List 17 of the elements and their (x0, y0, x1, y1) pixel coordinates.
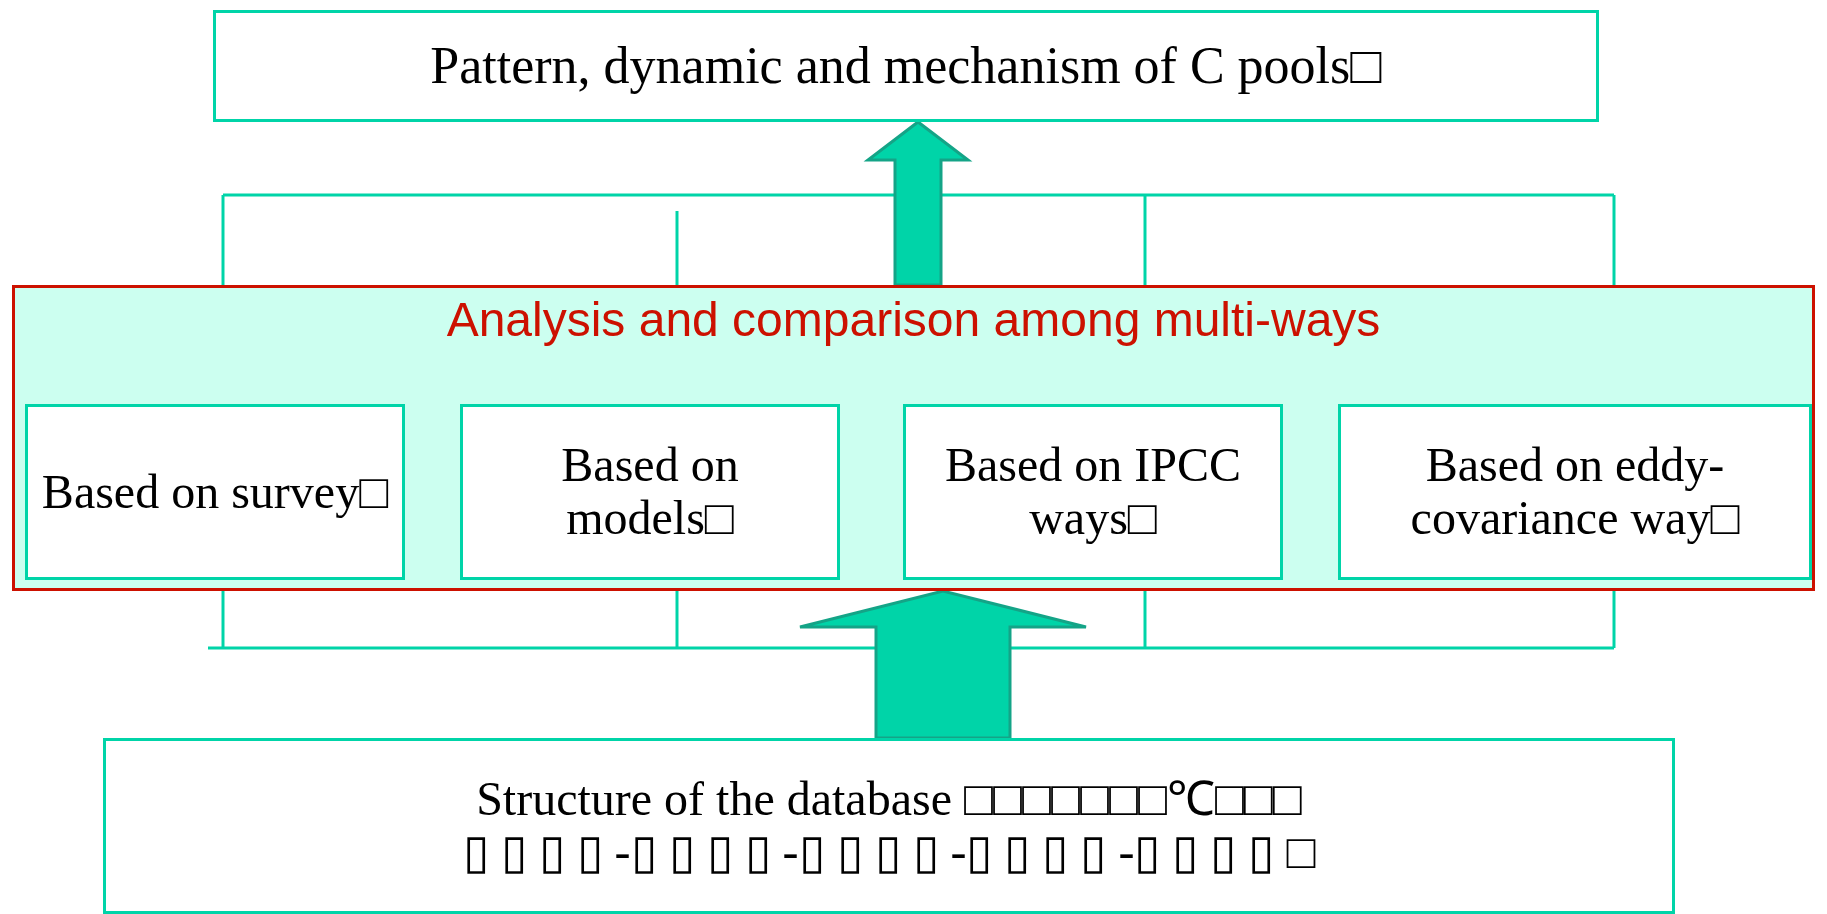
process-box (213, 10, 1599, 122)
panel-heading: Analysis and comparison among multi-ways (446, 294, 1381, 347)
block-arrow (863, 120, 973, 287)
node-text: ▯ ▯ ▯ ▯ -▯ ▯ ▯ ▯ -▯ ▯ ▯ ▯ -▯ ▯ ▯ ▯ -▯ ▯ ▯ ▯ □ (461, 826, 1317, 879)
process-box (103, 738, 1675, 914)
process-box (903, 404, 1283, 580)
node-text: Based on eddy-covariance way□ (1409, 439, 1741, 545)
node-text: Based on survey□ (40, 465, 390, 519)
node-text: Based on models□ (560, 439, 740, 545)
process-box (1338, 404, 1812, 580)
node-text: Pattern, dynamic and mechanism of C pools□ (429, 37, 1383, 95)
node-text: Based on IPCC ways□ (944, 439, 1242, 545)
process-box (460, 404, 840, 580)
process-box (25, 404, 405, 580)
group-panel (12, 285, 1815, 591)
node-text: Structure of the database □□□□□□□℃□□□ (475, 773, 1303, 826)
block-arrow (798, 589, 1088, 740)
